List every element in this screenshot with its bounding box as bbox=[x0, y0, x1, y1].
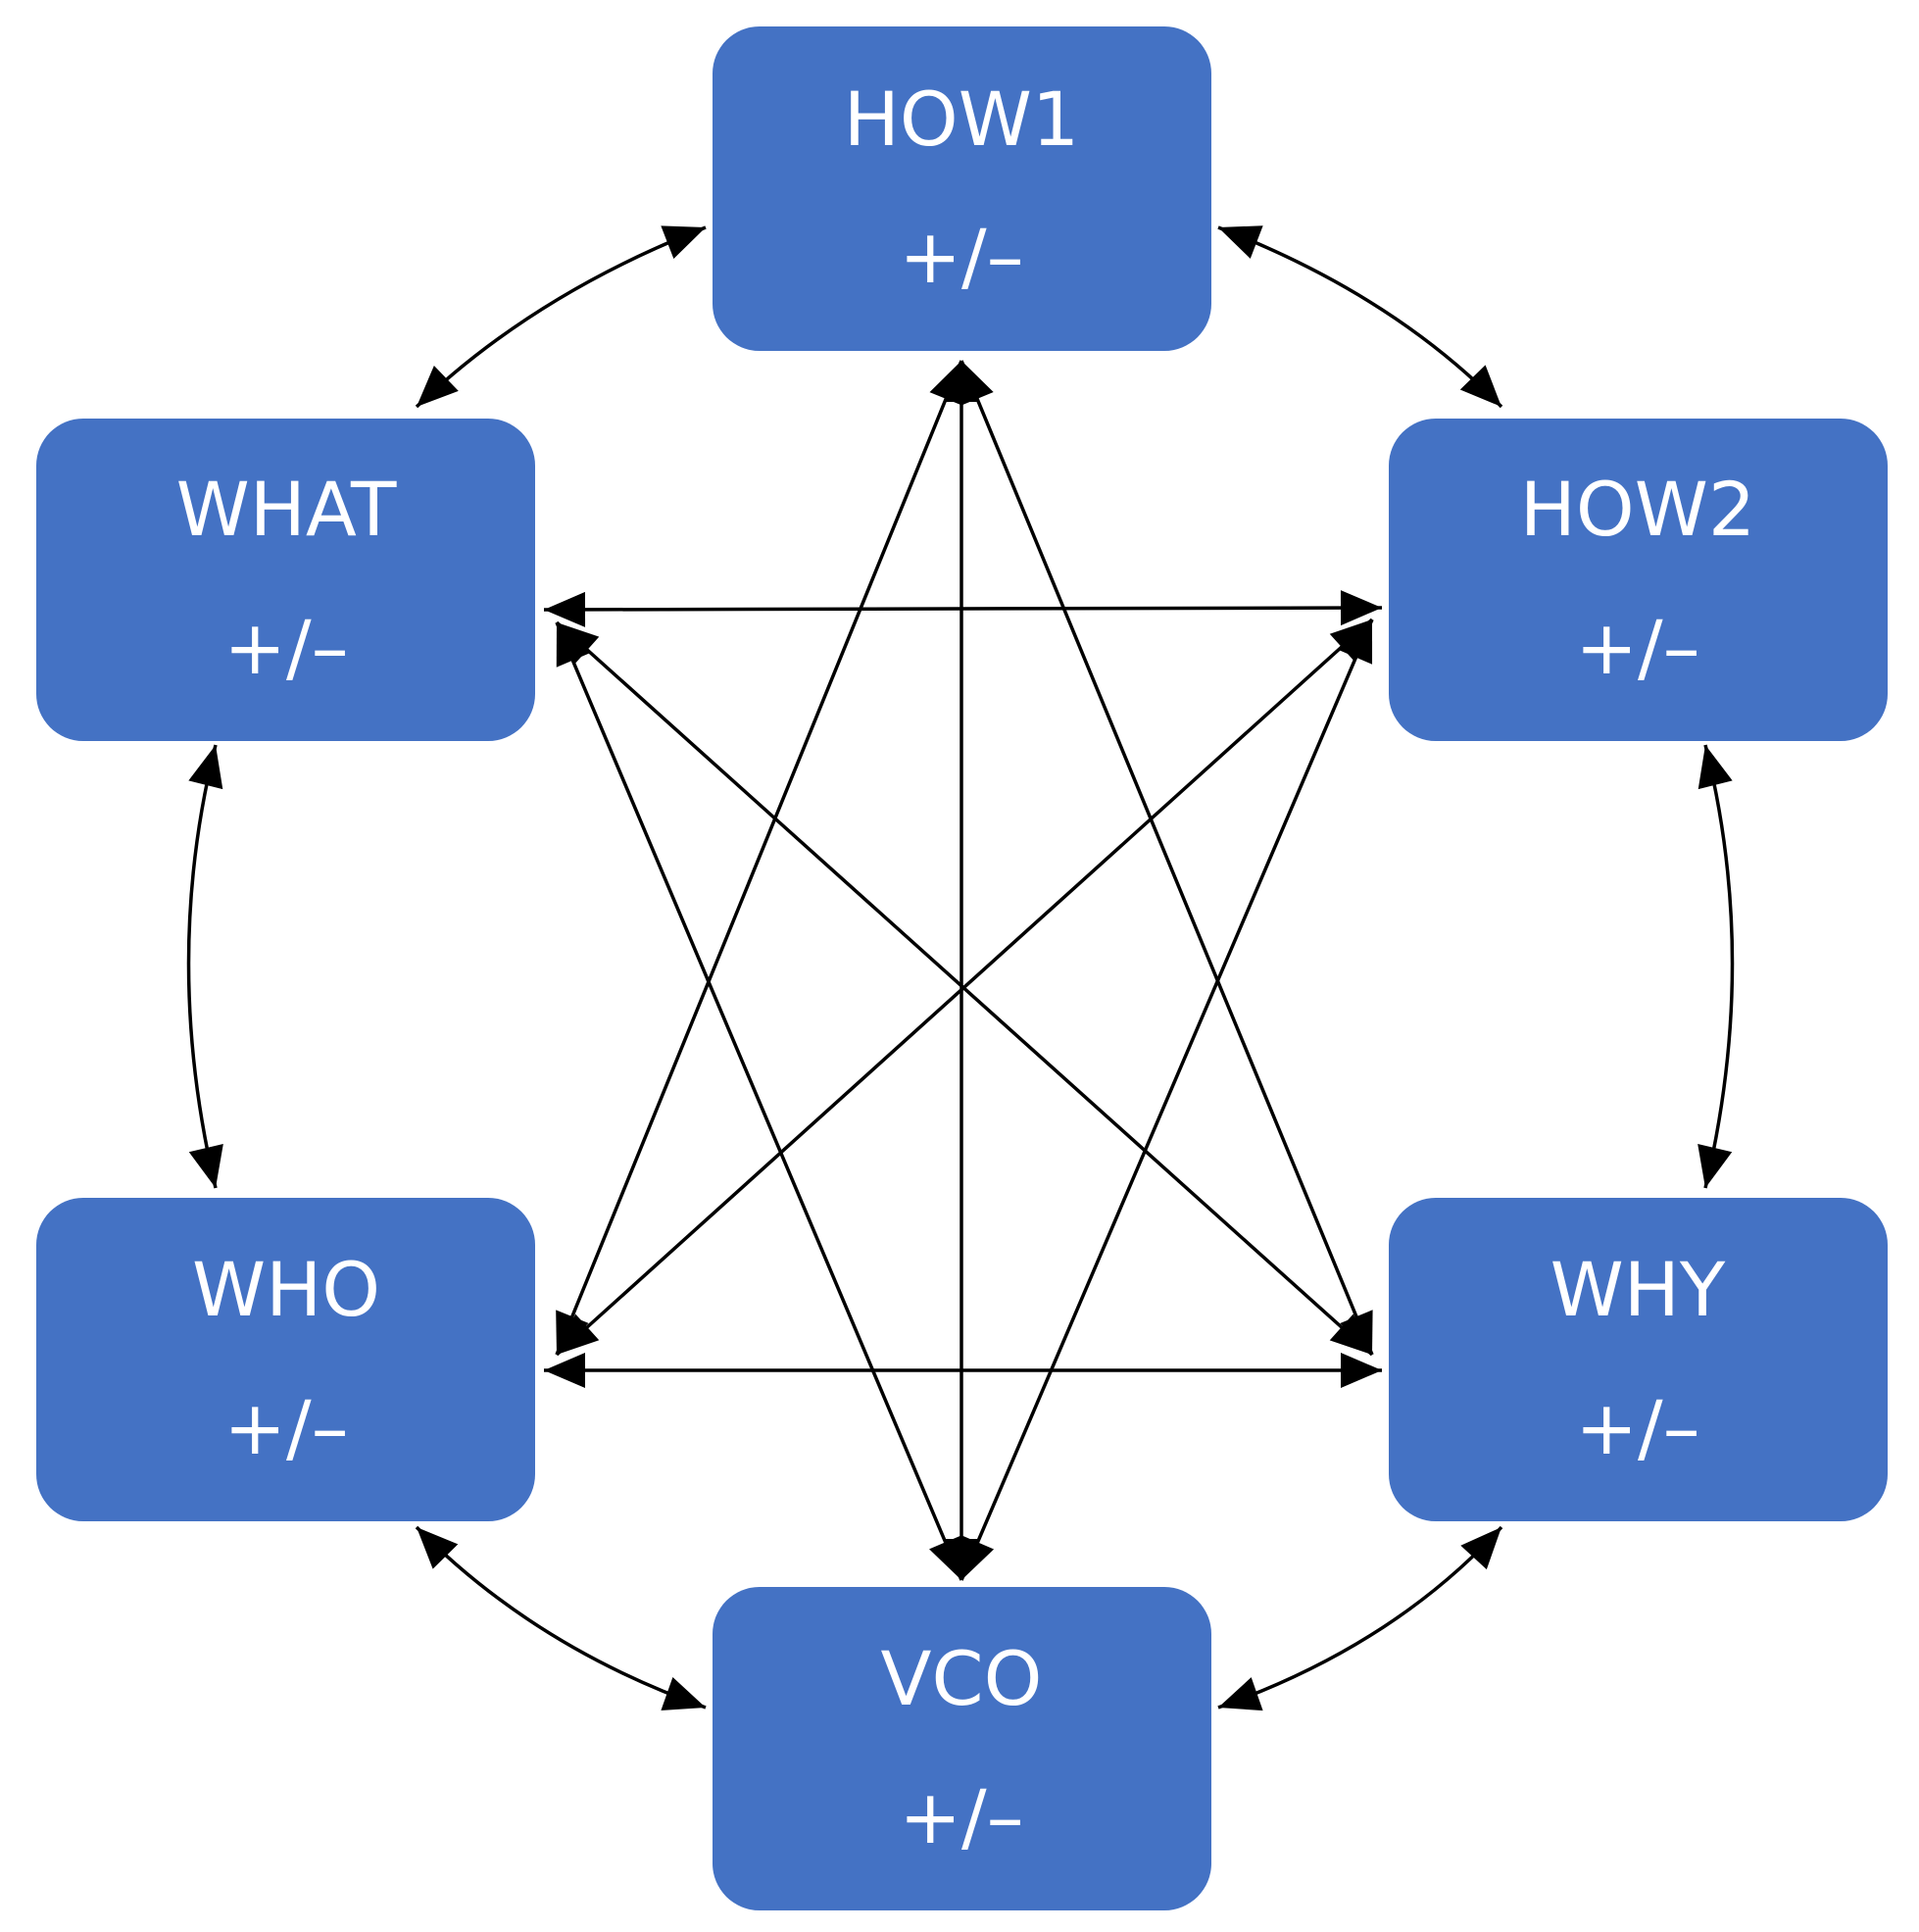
arrow-how1-who-start bbox=[929, 361, 962, 406]
arrow-what-how1-start bbox=[417, 365, 459, 407]
edge-what-how2 bbox=[543, 606, 1383, 612]
edge-why-vco bbox=[1217, 1525, 1503, 1709]
node-how1-title: HOW1 bbox=[844, 75, 1079, 163]
node-what-sign: +/– bbox=[223, 604, 348, 691]
arrow-vco-who-start bbox=[661, 1677, 706, 1710]
arrow-what-how2-end bbox=[1340, 590, 1382, 626]
node-what-title: WHAT bbox=[176, 466, 397, 553]
arrow-how1-how2-end bbox=[1459, 365, 1501, 407]
arrow-what-why-start bbox=[557, 622, 600, 664]
arrow-how1-how2-start bbox=[1218, 225, 1263, 259]
node-who-box bbox=[36, 1198, 535, 1521]
node-why-title: WHY bbox=[1550, 1246, 1726, 1333]
arrow-who-why-end bbox=[1341, 1353, 1382, 1388]
edge-vco-who bbox=[415, 1525, 707, 1709]
node-what-box bbox=[36, 419, 535, 741]
arrow-vco-who-end bbox=[417, 1527, 459, 1569]
node-how2-title: HOW2 bbox=[1520, 466, 1755, 553]
arrow-who-what-end bbox=[188, 745, 223, 790]
arrow-what-why-end bbox=[1329, 1313, 1372, 1355]
edge-how1-why bbox=[960, 360, 1374, 1356]
edge-how2-why bbox=[1703, 744, 1735, 1189]
nodes-layer: HOW1 +/– HOW2 +/– WHY +/– VCO +/– WHO +/… bbox=[36, 26, 1888, 1910]
edge-how2-vco bbox=[960, 619, 1374, 1581]
node-why-box bbox=[1389, 1198, 1888, 1521]
node-how1-box bbox=[713, 26, 1211, 351]
node-vco-sign: +/– bbox=[899, 1773, 1023, 1860]
arrow-what-vco-end bbox=[929, 1535, 962, 1580]
edges-layer bbox=[186, 225, 1735, 1711]
arrow-how2-why-start bbox=[1698, 745, 1733, 790]
edge-what-vco bbox=[555, 621, 963, 1581]
node-who-sign: +/– bbox=[223, 1384, 348, 1471]
arrow-who-what-start bbox=[188, 1143, 223, 1188]
edge-who-what bbox=[186, 744, 218, 1189]
node-vco-box bbox=[713, 1587, 1211, 1910]
node-why: WHY +/– bbox=[1389, 1198, 1888, 1521]
arrow-how2-why-end bbox=[1698, 1143, 1733, 1188]
arrow-who-why-start bbox=[544, 1353, 585, 1388]
arrow-what-how1-end bbox=[661, 225, 706, 259]
arrow-how2-who-end bbox=[557, 1313, 600, 1355]
edge-how1-who bbox=[555, 360, 963, 1356]
node-how2-sign: +/– bbox=[1575, 604, 1699, 691]
arrow-how1-why-start bbox=[960, 361, 994, 406]
node-how1: HOW1 +/– bbox=[713, 26, 1211, 351]
edge-what-how1 bbox=[415, 225, 707, 409]
edge-how2-who bbox=[555, 618, 1374, 1357]
node-who: WHO +/– bbox=[36, 1198, 535, 1521]
node-how1-sign: +/– bbox=[899, 213, 1023, 300]
arrow-why-vco-end bbox=[1218, 1677, 1263, 1711]
arrow-how2-vco-start bbox=[1339, 619, 1373, 665]
node-vco: VCO +/– bbox=[713, 1587, 1211, 1910]
node-who-title: WHO bbox=[192, 1246, 380, 1333]
node-how2: HOW2 +/– bbox=[1389, 419, 1888, 741]
arrow-what-vco-start bbox=[556, 622, 589, 668]
arrow-why-vco-start bbox=[1460, 1527, 1501, 1570]
edge-how1-how2 bbox=[1217, 225, 1503, 409]
node-what: WHAT +/– bbox=[36, 419, 535, 741]
arrow-how2-vco-end bbox=[960, 1535, 995, 1580]
node-how2-box bbox=[1389, 419, 1888, 741]
arrow-what-how2-start bbox=[544, 591, 586, 627]
node-why-sign: +/– bbox=[1575, 1384, 1699, 1471]
node-vco-title: VCO bbox=[881, 1635, 1043, 1722]
